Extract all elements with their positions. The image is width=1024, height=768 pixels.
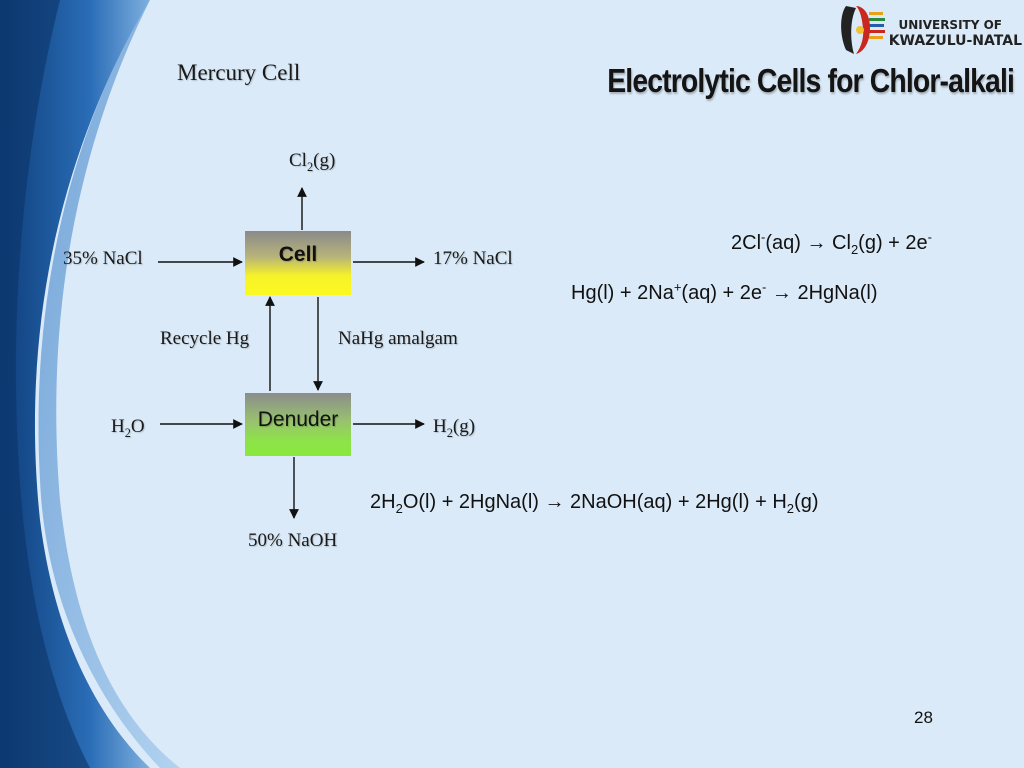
cell-box: Cell [245, 231, 351, 295]
recycle-hg-label: Recycle Hg [160, 328, 250, 349]
nahg-amalgam-label: NaHg amalgam [338, 328, 458, 349]
page-number: 28 [914, 708, 933, 727]
water-input-label: H2O [111, 416, 145, 440]
slide-title: Electrolytic Cells for Chlor-alkali [607, 62, 1015, 99]
slide-subtitle: Mercury Cell [177, 60, 301, 85]
denuder-box: Denuder [245, 393, 351, 456]
university-logo: UNIVERSITY OF KWAZULU-NATAL [836, 2, 1024, 58]
nacl-input-label: 35% NaCl [63, 248, 143, 269]
swoosh-shape [0, 0, 150, 768]
denuder-label: Denuder [257, 408, 339, 431]
equation-denuder-reaction: 2H2O(l) + 2HgNa(l) → 2NaOH(aq) + 2Hg(l) … [370, 491, 819, 516]
shield-emblem-icon [841, 6, 885, 54]
swoosh-highlight [38, 0, 181, 768]
cell-label: Cell [278, 243, 318, 266]
cl2-output-label: Cl2(g) [289, 150, 336, 174]
logo-line-2: KWAZULU-NATAL [888, 33, 1022, 49]
logo-line-1: UNIVERSITY OF [898, 18, 1002, 32]
h2-output-label: H2(g) [433, 416, 476, 440]
equation-chloride-oxidation: 2Cl-(aq) → Cl2(g) + 2e- [731, 229, 932, 257]
equation-sodium-amalgam: Hg(l) + 2Na+(aq) + 2e- → 2HgNa(l) [571, 279, 878, 304]
nacl-output-label: 17% NaCl [433, 248, 513, 269]
naoh-output-label: 50% NaOH [248, 530, 338, 551]
